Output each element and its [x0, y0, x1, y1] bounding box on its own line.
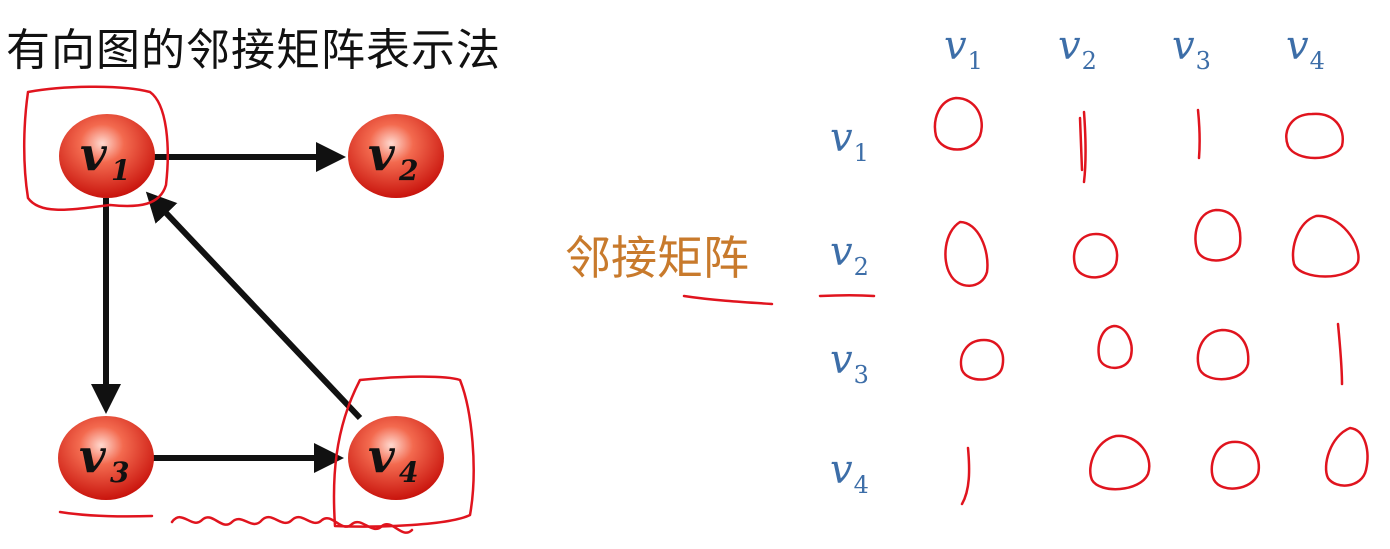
cell-r1-c2: [1078, 110, 1087, 184]
cell-r2-c3: [1194, 208, 1242, 262]
cell-r2-c1: [944, 220, 989, 287]
node-v4-sub: 4: [399, 456, 418, 489]
row-header-v3-sub: 3: [853, 361, 869, 389]
cell-r4-c4: [1324, 426, 1369, 487]
row-header-v4: v4: [830, 450, 869, 497]
col-header-v4: v4: [1286, 26, 1325, 73]
page-title: 有向图的邻接矩阵表示法: [6, 25, 501, 76]
matrix-label: 邻接矩阵: [565, 231, 749, 285]
node-v2: v 2: [348, 114, 444, 198]
handwritten-matrix: [933, 96, 1369, 506]
col-header-v1-letter: v: [944, 23, 967, 69]
row-header-v1: v1: [830, 118, 869, 165]
row-header-v3-letter: v: [830, 337, 853, 383]
col-header-v2-letter: v: [1058, 23, 1081, 69]
cell-r3-c1: [959, 338, 1005, 381]
col-header-v4-letter: v: [1286, 23, 1309, 69]
col-header-v3-sub: 3: [1195, 47, 1211, 75]
row-header-v2-letter: v: [830, 229, 853, 275]
node-v1-letter: v: [80, 127, 108, 181]
cell-r1-c1: [933, 96, 983, 151]
cell-r1-c3: [1196, 108, 1201, 160]
ink-underline-row-v2: [818, 294, 876, 298]
node-v2-sub: 2: [398, 154, 418, 187]
node-v1: v 1: [59, 114, 155, 198]
ink-underline-v3: [58, 510, 154, 518]
row-header-v4-sub: 4: [853, 471, 869, 499]
node-v4-letter: v: [368, 429, 396, 483]
cell-r3-c4: [1336, 322, 1344, 386]
col-header-v3-letter: v: [1172, 23, 1195, 69]
col-header-v2: v2: [1058, 26, 1097, 73]
ink-underline-label: [682, 294, 774, 306]
ink-squiggle: [170, 515, 414, 534]
cell-r2-c4: [1291, 214, 1360, 278]
node-v3-sub: 3: [110, 456, 129, 489]
node-v2-letter: v: [368, 127, 396, 181]
cell-r4-c2: [1089, 434, 1151, 491]
ink-box-v1: [22, 85, 169, 211]
col-header-v1-sub: 1: [967, 47, 983, 75]
node-v1-sub: 1: [111, 154, 130, 187]
edge-v4-v1: [145, 191, 363, 421]
col-header-v2-sub: 2: [1081, 47, 1097, 75]
row-header-v3: v3: [830, 340, 869, 387]
node-v4: v 4: [348, 416, 444, 500]
col-header-v3: v3: [1172, 26, 1211, 73]
cell-r2-c2: [1072, 232, 1119, 279]
cell-r4-c1: [960, 446, 971, 506]
row-header-v2: v2: [830, 232, 869, 279]
col-header-v4-sub: 4: [1309, 47, 1325, 75]
ink-box-v4: [332, 375, 475, 528]
node-v3-letter: v: [79, 429, 107, 483]
cell-r4-c3: [1210, 440, 1261, 490]
handwritten-annotations: [22, 85, 876, 534]
col-header-v1: v1: [944, 26, 983, 73]
row-header-v1-letter: v: [830, 115, 853, 161]
cell-r3-c2: [1097, 324, 1133, 369]
cell-r3-c3: [1196, 328, 1250, 381]
row-header-v4-letter: v: [830, 447, 853, 493]
row-header-v1-sub: 1: [853, 139, 869, 167]
graph-edges: [91, 142, 363, 473]
cell-r1-c4: [1285, 112, 1345, 160]
node-v3: v 3: [58, 416, 154, 500]
row-header-v2-sub: 2: [853, 253, 869, 281]
